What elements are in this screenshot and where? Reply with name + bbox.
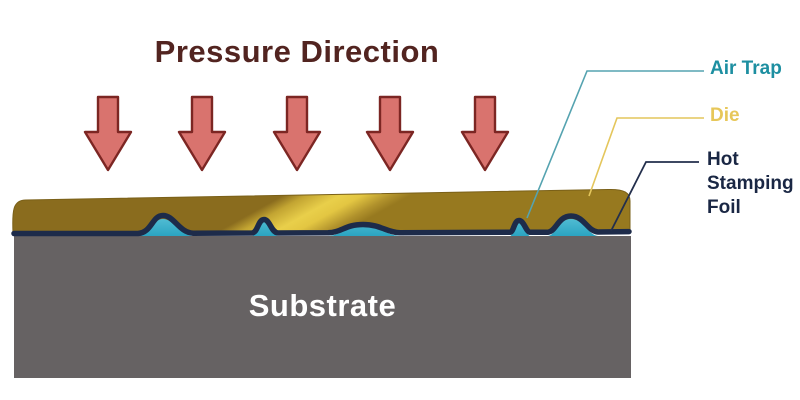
- die-label: Die: [710, 105, 740, 126]
- hot-stamping-foil-callout-line: [610, 161, 699, 232]
- die-callout-line: [588, 117, 704, 197]
- pressure-arrows: [83, 95, 510, 172]
- die-foil-layer: [12, 188, 631, 234]
- air-trap-callout-line: [526, 70, 704, 219]
- down-arrow-icon: [83, 95, 133, 172]
- down-arrow-icon: [272, 95, 322, 172]
- air-trap-bubble: [510, 223, 530, 236]
- down-arrow-icon: [365, 95, 415, 172]
- air-trap-bubble: [252, 222, 278, 236]
- down-arrow-icon: [177, 95, 227, 172]
- substrate-block: [14, 236, 631, 378]
- air-trap-bubble: [548, 219, 598, 236]
- air-trap-bubble: [138, 219, 193, 236]
- air-trap-bubbles: [138, 219, 598, 236]
- air-trap-bubble: [328, 227, 400, 236]
- hot-stamping-foil-layer: [11, 212, 632, 237]
- pressure-direction-title: Pressure Direction: [154, 34, 440, 69]
- hot-stamping-foil-label: Hot Stamping Foil: [707, 149, 794, 218]
- down-arrow-icon: [460, 95, 510, 172]
- substrate-label: Substrate: [248, 288, 397, 323]
- air-trap-label: Air Trap: [710, 58, 782, 79]
